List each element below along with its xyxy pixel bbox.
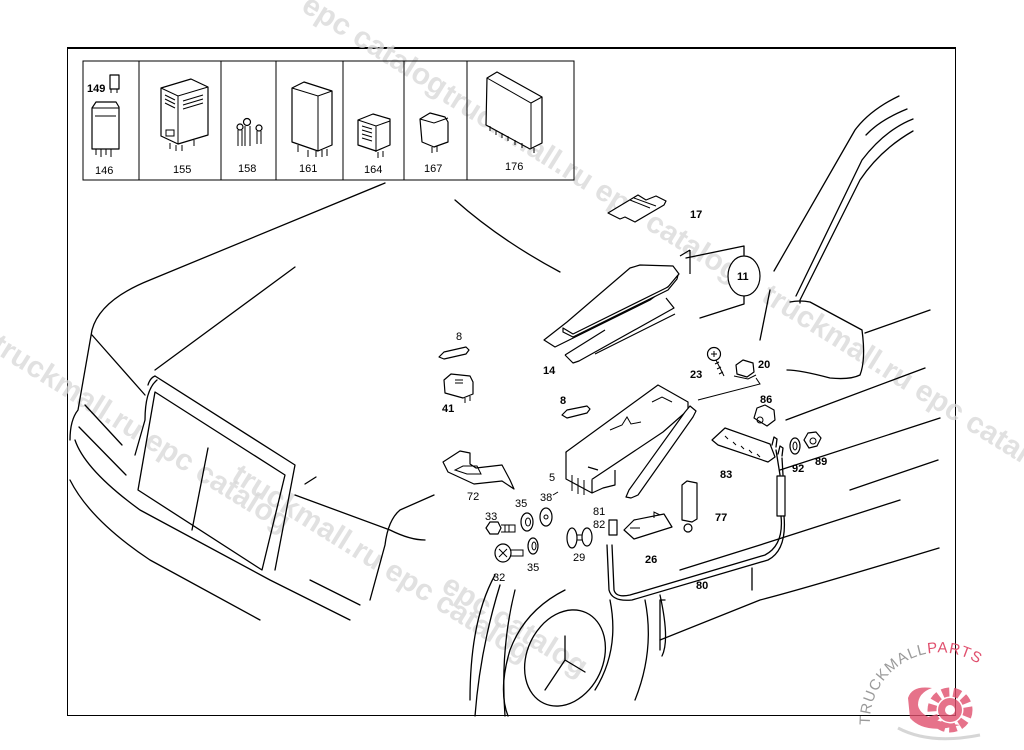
callout-14[interactable]: 14 — [543, 365, 556, 377]
callout-82[interactable]: 82 — [593, 519, 605, 531]
truckmall-logo: TRUCKMALLPARTS — [857, 639, 985, 741]
callout-89[interactable]: 89 — [815, 456, 827, 468]
part-33-bolt[interactable] — [485, 521, 516, 535]
relay-176-drawing[interactable] — [485, 71, 543, 153]
callout-17[interactable]: 17 — [690, 209, 702, 221]
part-77-relay[interactable] — [681, 480, 698, 533]
part-8-fuse-lower[interactable] — [561, 405, 591, 419]
inset-label-164: 164 — [364, 164, 382, 176]
callout-20[interactable]: 20 — [758, 359, 770, 371]
inset-label-146: 146 — [95, 165, 113, 177]
relay-167-drawing[interactable] — [419, 112, 449, 153]
part-14-fuse-box-cover[interactable] — [543, 249, 691, 364]
part-23-screw[interactable] — [706, 346, 725, 377]
inset-label-167: 167 — [424, 163, 442, 175]
part-72-bracket[interactable] — [442, 450, 515, 490]
callout-83[interactable]: 83 — [720, 469, 732, 481]
inset-label-158: 158 — [238, 163, 256, 175]
callout-labels: 17 11 14 8 41 8 23 20 86 5 72 83 92 89 3… — [442, 209, 827, 592]
part-5-fuse-box[interactable] — [552, 384, 697, 499]
part-26-clip[interactable] — [623, 511, 673, 540]
part-35-washer-bottom[interactable] — [527, 537, 539, 555]
relay-164-drawing[interactable] — [357, 113, 391, 158]
part-35-washer-top[interactable] — [520, 512, 534, 532]
gear-icon — [897, 687, 981, 741]
star-emblem — [523, 609, 607, 707]
part-8-fuse-top[interactable] — [438, 346, 470, 360]
part-20-nut[interactable] — [697, 359, 761, 401]
diagram-frame — [67, 47, 956, 716]
part-92-washer[interactable] — [789, 437, 801, 455]
part-89-nut[interactable] — [803, 431, 822, 449]
callout-35-bottom[interactable]: 35 — [527, 562, 539, 574]
part-83-terminal-block[interactable] — [711, 427, 776, 463]
callout-5[interactable]: 5 — [549, 472, 555, 484]
watermark-text: truckmall.ru epc catalog — [756, 278, 1024, 489]
callout-72[interactable]: 72 — [467, 491, 479, 503]
callout-32[interactable]: 32 — [493, 572, 505, 584]
callout-86[interactable]: 86 — [760, 394, 772, 406]
callout-11-circle — [727, 255, 761, 297]
relay-161-drawing[interactable] — [291, 81, 333, 157]
callout-35-top[interactable]: 35 — [515, 498, 527, 510]
part-29-grommet[interactable] — [566, 527, 593, 549]
relay-155-drawing[interactable] — [160, 78, 209, 151]
part-80-cable[interactable] — [606, 436, 786, 601]
callout-26[interactable]: 26 — [645, 554, 657, 566]
callout-92[interactable]: 92 — [792, 463, 804, 475]
car-body-outline — [69, 95, 941, 717]
relay-inset-panel: 149 146 155 158 161 164 167 176 — [82, 60, 575, 181]
relay-146-drawing[interactable] — [91, 101, 120, 157]
callout-33[interactable]: 33 — [485, 511, 497, 523]
callout-29[interactable]: 29 — [573, 552, 585, 564]
callout-38[interactable]: 38 — [540, 492, 552, 504]
callout-41[interactable]: 41 — [442, 403, 454, 415]
logo-text-parts: PARTS — [926, 639, 985, 667]
callout-81[interactable]: 81 — [593, 506, 605, 518]
part-17-cover-label[interactable] — [607, 194, 667, 223]
inset-label-161: 161 — [299, 163, 317, 175]
callout-23[interactable]: 23 — [690, 369, 702, 381]
watermark-text: truckmall.ru epc catalog — [226, 458, 536, 669]
part-86-nut[interactable] — [753, 404, 776, 427]
callout-8-lower[interactable]: 8 — [560, 395, 566, 407]
inset-label-149: 149 — [87, 83, 105, 95]
part-41-relay[interactable] — [443, 373, 474, 403]
part-38-washer[interactable] — [539, 507, 553, 527]
relay-158-drawing[interactable] — [236, 117, 263, 147]
part-32-screw[interactable] — [494, 543, 524, 563]
callout-77[interactable]: 77 — [715, 512, 727, 524]
inset-label-155: 155 — [173, 164, 191, 176]
watermark-text: truckmall.ru epc catalog — [436, 78, 746, 289]
callout-11[interactable]: 11 — [737, 271, 749, 283]
relay-149-drawing[interactable] — [109, 74, 120, 93]
callout-11-bracket — [685, 245, 761, 319]
callout-8-top[interactable]: 8 — [456, 331, 462, 343]
inset-label-176: 176 — [505, 161, 523, 173]
callout-80[interactable]: 80 — [696, 580, 708, 592]
